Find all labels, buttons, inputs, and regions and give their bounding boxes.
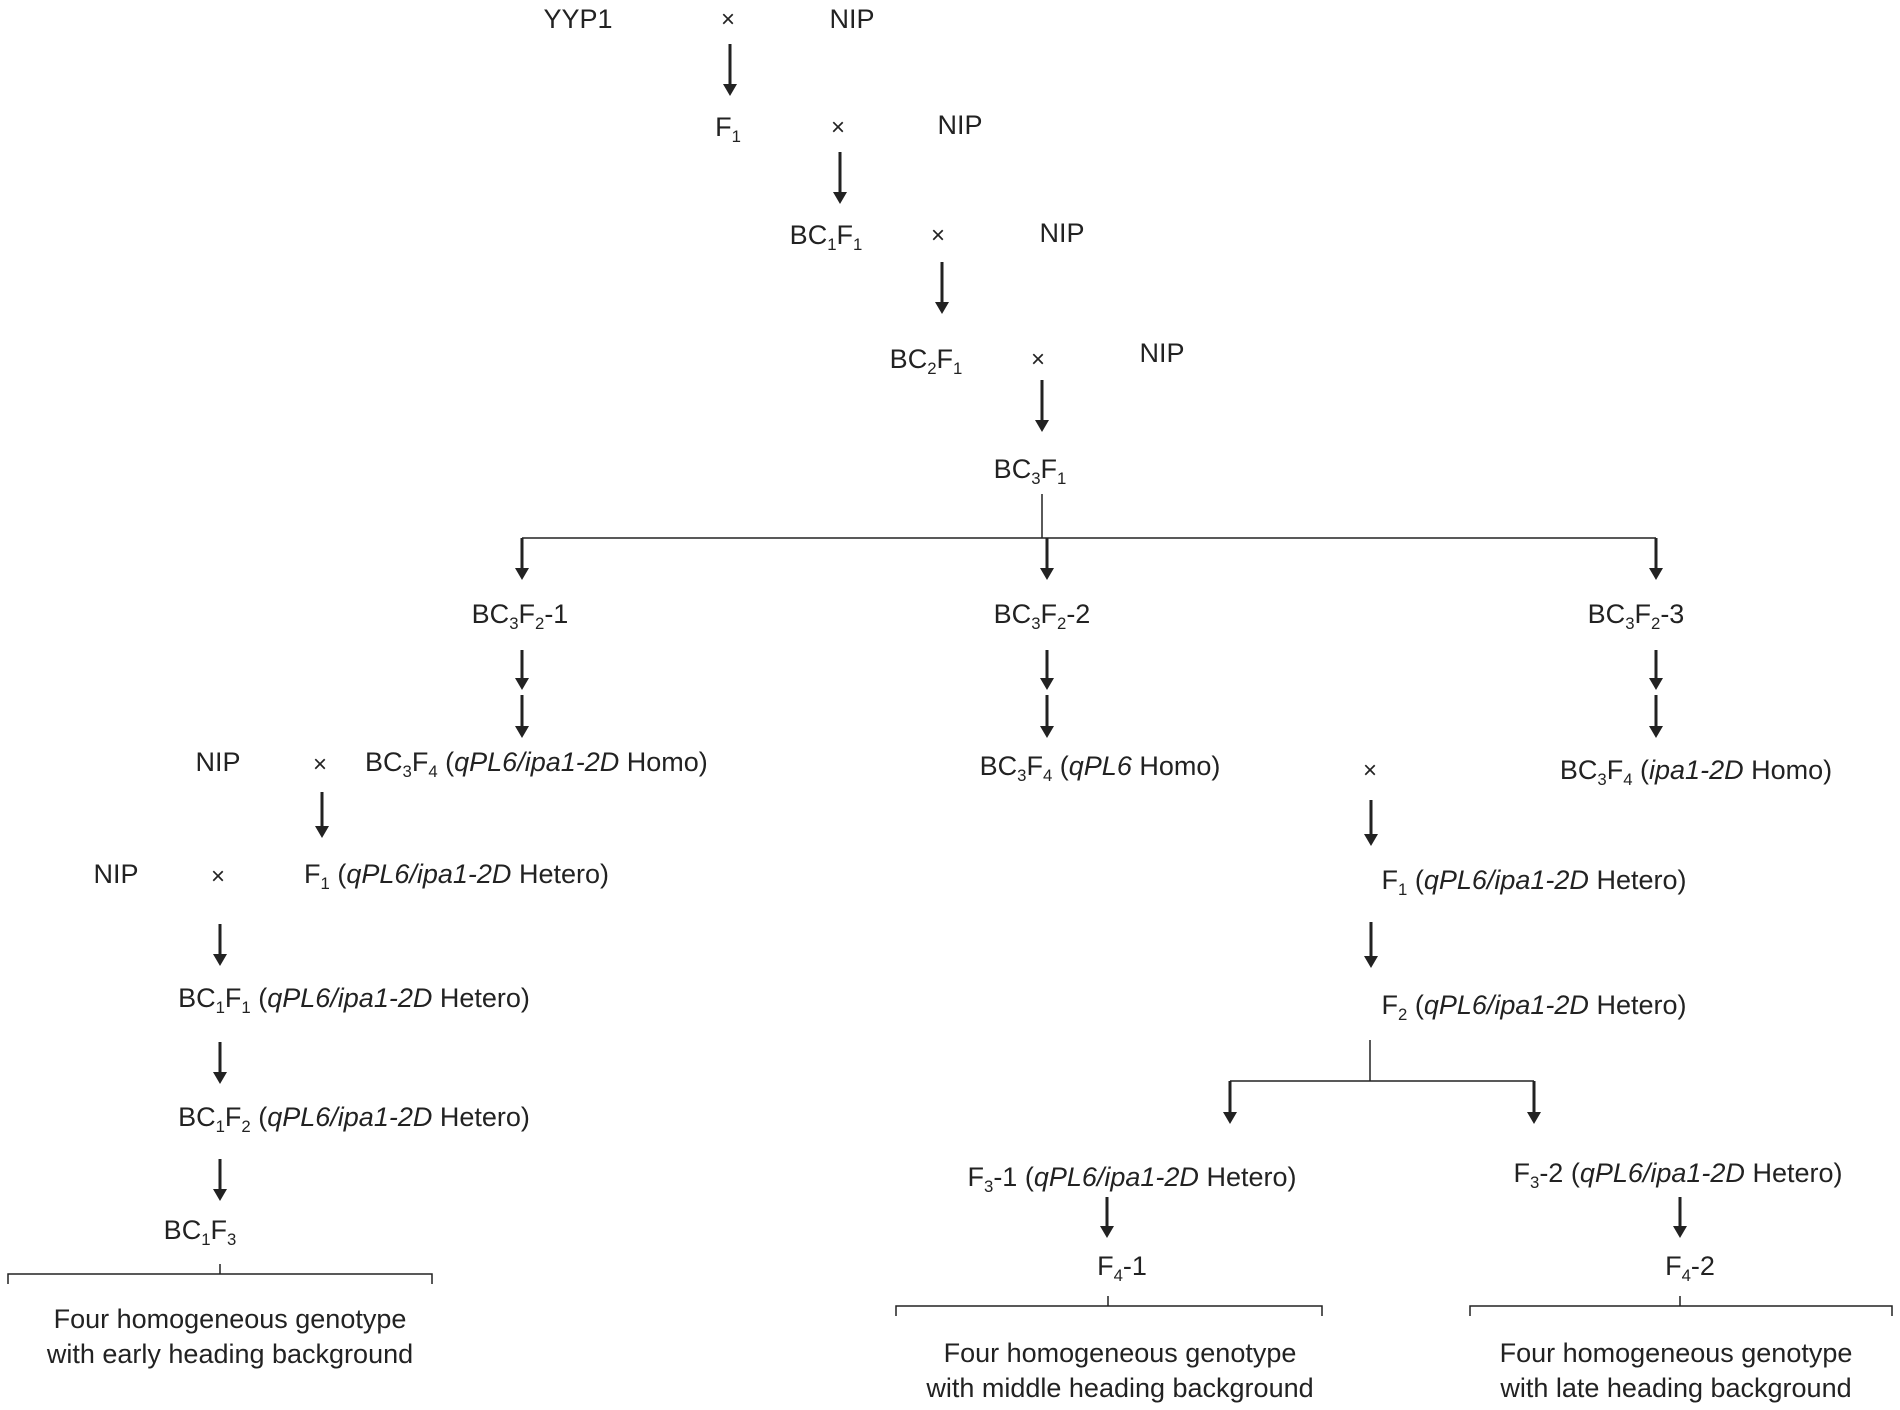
bc3f4-qpl6-ipa1-homo: BC3F4 (qPL6/ipa1-2D Homo) <box>365 747 708 781</box>
down-arrow <box>833 152 847 204</box>
down-arrow <box>213 924 227 966</box>
f1-label: F1 <box>715 112 741 146</box>
right-f4-1: F4-1 <box>1097 1251 1147 1285</box>
down-arrow <box>1040 538 1054 580</box>
recurrent-nip-3: NIP <box>1139 338 1185 368</box>
right-f2-hetero: F2 (qPL6/ipa1-2D Hetero) <box>1381 990 1687 1024</box>
down-arrow <box>1649 650 1663 690</box>
line-bc3f2-1: BC3F2-1 <box>471 599 569 633</box>
down-arrow <box>935 262 949 314</box>
right-f1-hetero: F1 (qPL6/ipa1-2D Hetero) <box>1381 865 1687 899</box>
down-arrow <box>1649 538 1663 580</box>
bc1f1-label: BC1F1 <box>789 220 863 254</box>
left-f1-hetero: F1 (qPL6/ipa1-2D Hetero) <box>304 859 609 893</box>
down-arrow <box>1040 650 1054 690</box>
down-arrow <box>1649 695 1663 738</box>
recurrent-nip-2: NIP <box>1039 218 1085 248</box>
left-nip-1: NIP <box>195 747 241 777</box>
down-arrow <box>1100 1197 1114 1238</box>
down-arrow <box>723 44 737 96</box>
down-arrow <box>213 1159 227 1201</box>
bc2f1-label: BC2F1 <box>889 344 963 378</box>
down-arrow <box>315 792 329 838</box>
brace-middle <box>895 1296 1323 1316</box>
bc3f4-ipa1-homo: BC3F4 (ipa1-2D Homo) <box>1559 755 1833 789</box>
bc3f1-label: BC3F1 <box>993 454 1067 488</box>
brace-early <box>7 1264 433 1284</box>
line-bc3f2-2: BC3F2-2 <box>993 599 1091 633</box>
down-arrow <box>515 695 529 738</box>
cross-symbol: × <box>1030 346 1046 373</box>
down-arrow <box>515 650 529 690</box>
cross-symbol: × <box>830 114 846 141</box>
down-arrow <box>1223 1081 1237 1124</box>
cross-symbol: × <box>1362 757 1378 784</box>
down-arrow <box>1035 380 1049 432</box>
parent-yyp1: YYP1 <box>543 4 613 34</box>
left-bc1f2-hetero: BC1F2 (qPL6/ipa1-2D Hetero) <box>178 1102 530 1136</box>
line-bc3f2-3: BC3F2-3 <box>1587 599 1685 633</box>
left-bc1f3: BC1F3 <box>163 1215 237 1249</box>
cross-symbol: × <box>930 222 946 249</box>
cross-symbol: × <box>312 751 328 778</box>
left-nip-2: NIP <box>93 859 139 889</box>
left-bc1f1-hetero: BC1F1 (qPL6/ipa1-2D Hetero) <box>178 983 530 1017</box>
down-arrow <box>1364 800 1378 846</box>
right-f3-1-hetero: F3-1 (qPL6/ipa1-2D Hetero) <box>967 1162 1297 1196</box>
down-arrow <box>1527 1081 1541 1124</box>
down-arrow <box>515 538 529 580</box>
brace-late <box>1469 1296 1893 1316</box>
down-arrow <box>213 1042 227 1084</box>
down-arrow <box>1673 1197 1687 1238</box>
parent-nip: NIP <box>829 4 875 34</box>
right-f4-2: F4-2 <box>1665 1251 1715 1285</box>
bc3f4-qpl6-homo: BC3F4 (qPL6 Homo) <box>979 751 1221 785</box>
down-arrow <box>1364 922 1378 968</box>
right-f3-2-hetero: F3-2 (qPL6/ipa1-2D Hetero) <box>1513 1158 1843 1192</box>
down-arrow <box>1040 695 1054 738</box>
cross-symbol: × <box>720 6 736 33</box>
cross-symbol: × <box>210 863 226 890</box>
recurrent-nip-1: NIP <box>937 110 983 140</box>
